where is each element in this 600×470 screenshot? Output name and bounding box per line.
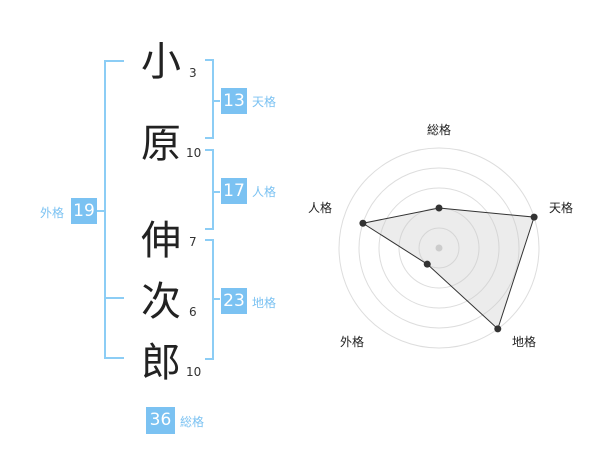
stroke-count-5: 10	[186, 365, 202, 379]
stroke-count-1: 3	[189, 66, 197, 80]
outer-bracket-connector	[97, 210, 106, 212]
soukaku-label: 総格	[180, 415, 205, 429]
jinkaku-score: 17	[221, 178, 247, 204]
stroke-count-4: 6	[189, 305, 197, 319]
tenkaku-bracket-bottom	[205, 137, 214, 139]
stroke-count-2: 10	[186, 146, 202, 160]
jinkaku-bracket-bottom	[205, 228, 214, 230]
chikaku-bracket-top	[205, 239, 214, 241]
chikaku-score: 23	[221, 288, 247, 314]
name-char-1: 小	[141, 39, 181, 85]
outer-bracket-line	[104, 60, 106, 359]
radar-label-jinkaku: 人格	[308, 201, 333, 215]
radar-label-soukaku: 総格	[427, 123, 452, 137]
outer-bracket-top	[104, 60, 124, 62]
radar-label-tenkaku: 天格	[549, 201, 574, 215]
jinkaku-bracket-line	[212, 149, 214, 230]
tenkaku-bracket-line	[212, 59, 214, 139]
chikaku-bracket-connector	[212, 298, 220, 300]
radar-point-5	[359, 219, 367, 227]
radar-label-gaikaku: 外格	[340, 335, 365, 349]
radar-point-1	[435, 204, 443, 212]
radar-series-polygon	[361, 207, 535, 330]
radar-label-chikaku: 地格	[512, 335, 537, 349]
radar-point-2	[530, 213, 538, 221]
tenkaku-score: 13	[221, 88, 247, 114]
tenkaku-label: 天格	[252, 95, 277, 109]
gaikaku-score: 19	[71, 198, 97, 224]
radar-ring	[358, 167, 520, 329]
chikaku-bracket-bottom	[205, 358, 214, 360]
radar-ring	[418, 227, 460, 269]
radar-ring	[338, 147, 540, 349]
name-char-5: 郎	[141, 340, 181, 386]
gaikaku-label: 外格	[40, 206, 65, 220]
tenkaku-bracket-connector	[212, 100, 220, 102]
outer-bracket-bottom	[104, 357, 124, 359]
stroke-count-3: 7	[189, 235, 197, 249]
soukaku-score: 36	[146, 407, 175, 434]
tenkaku-bracket-top	[205, 59, 214, 61]
outer-bracket-middle	[104, 297, 124, 299]
radar-point-4	[423, 260, 431, 268]
jinkaku-bracket-top	[205, 149, 214, 151]
radar-center-dot	[435, 244, 443, 252]
name-char-4: 次	[141, 279, 181, 325]
radar-ring	[378, 187, 500, 309]
chikaku-label: 地格	[252, 296, 277, 310]
name-char-2: 原	[141, 121, 181, 167]
name-char-3: 伸	[141, 218, 181, 264]
radar-point-3	[494, 325, 502, 333]
jinkaku-label: 人格	[252, 185, 277, 199]
jinkaku-bracket-connector	[212, 191, 220, 193]
